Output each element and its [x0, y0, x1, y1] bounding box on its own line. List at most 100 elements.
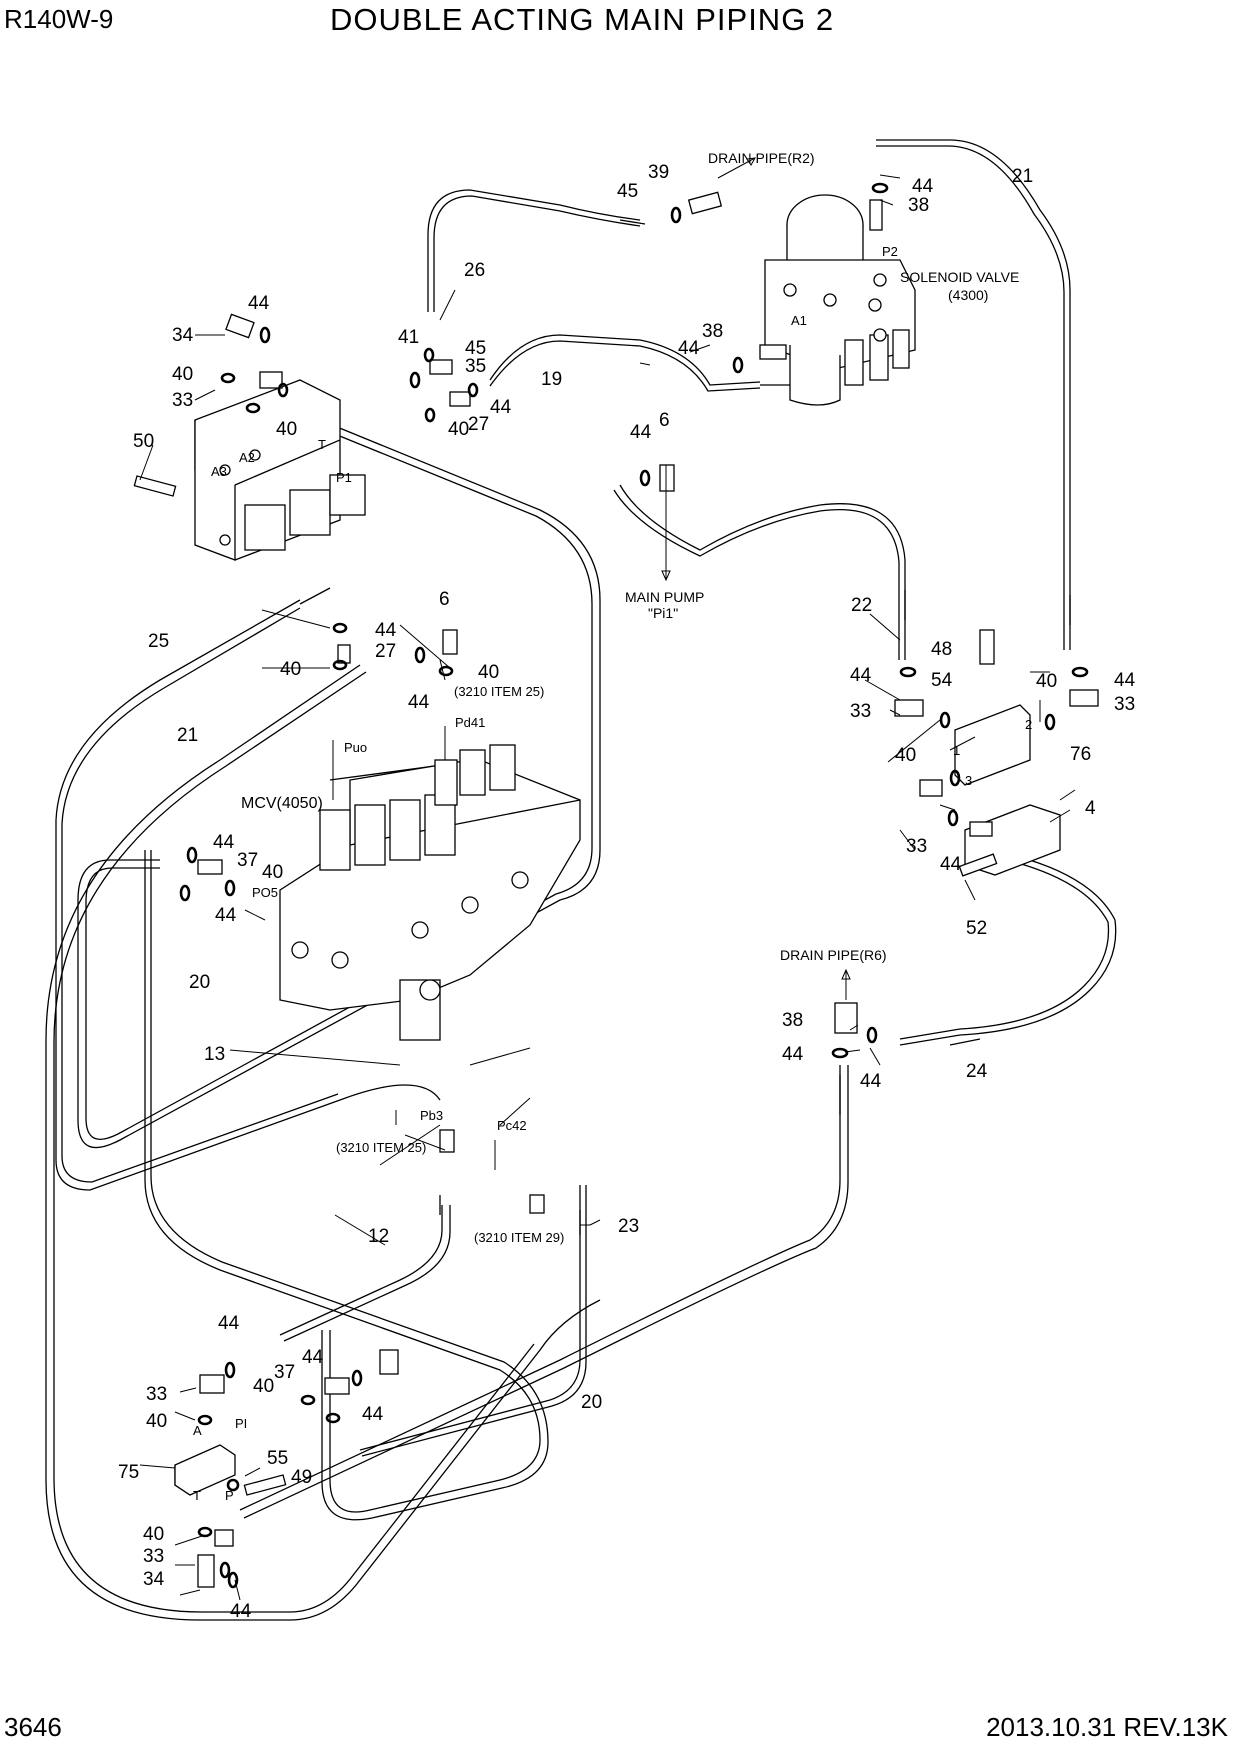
mcv-4050: [279, 744, 581, 1041]
note-item29: (3210 ITEM 29): [474, 1230, 564, 1245]
pipe-13: [77, 419, 601, 1149]
callout-52: 52: [966, 918, 987, 939]
page-title: DOUBLE ACTING MAIN PIPING 2: [330, 2, 835, 37]
callout-33: 33: [172, 390, 193, 411]
hose-21-right: [876, 139, 1071, 650]
callout-6: 6: [659, 410, 670, 431]
model-code: R140W-9: [4, 4, 114, 34]
callout-44: 44: [782, 1044, 804, 1065]
label-solenoid-valve: SOLENOID VALVE: [900, 269, 1019, 285]
callout-41: 41: [398, 327, 419, 348]
callout-25: 25: [148, 631, 169, 652]
port-pi: PI: [235, 1416, 247, 1431]
hose-24: [899, 849, 1117, 1046]
port-a1: A1: [791, 313, 807, 328]
callout-44: 44: [375, 620, 397, 641]
callouts: 39 45 44 38 21 26 44 34 41 45 35 40 33 4…: [118, 162, 1136, 1622]
callout-44: 44: [302, 1347, 324, 1368]
callout-44: 44: [912, 176, 934, 197]
hose-23: [359, 1185, 581, 1451]
callout-44: 44: [230, 1601, 252, 1622]
callout-44: 44: [1114, 670, 1136, 691]
callout-33: 33: [850, 701, 871, 722]
callout-44: 44: [940, 854, 962, 875]
callout-44: 44: [678, 338, 700, 359]
callout-50: 50: [133, 431, 154, 452]
callout-44: 44: [218, 1313, 240, 1334]
port-labels: Puo Pd41 PO5 Pb3 Pc42 A1 A2 A3 T P1 P2 A…: [193, 244, 1032, 1503]
hose-19: [489, 334, 761, 386]
note-item25-b: (3210 ITEM 25): [336, 1140, 426, 1155]
callout-44: 44: [490, 397, 512, 418]
port-pc42: Pc42: [497, 1118, 527, 1133]
callout-44: 44: [362, 1404, 384, 1425]
callout-40: 40: [143, 1524, 164, 1545]
callout-21: 21: [177, 725, 198, 746]
callout-37: 37: [237, 850, 258, 871]
page-number: 3646: [4, 1712, 62, 1742]
callout-40: 40: [448, 419, 469, 440]
note-item25-a: (3210 ITEM 25): [454, 684, 544, 699]
callout-40: 40: [172, 364, 193, 385]
callout-37: 37: [274, 1362, 295, 1383]
callout-76: 76: [1070, 744, 1091, 765]
component-labels: DRAIN PIPE(R2) SOLENOID VALVE (4300) MAI…: [241, 150, 1019, 1245]
callout-40: 40: [478, 662, 499, 683]
hose-12: [279, 1205, 443, 1336]
port-a: A: [193, 1423, 202, 1438]
port-2: 2: [1025, 717, 1032, 732]
callout-20: 20: [581, 1392, 602, 1413]
callout-44: 44: [850, 665, 872, 686]
label-main-pump: MAIN PUMP: [625, 589, 704, 605]
port-a3: A3: [211, 464, 227, 479]
callout-40: 40: [280, 659, 301, 680]
label-solenoid-valve-code: (4300): [948, 287, 988, 303]
callout-26: 26: [464, 260, 485, 281]
callout-44: 44: [860, 1071, 882, 1092]
callout-44: 44: [215, 905, 237, 926]
port-pd41: Pd41: [455, 715, 485, 730]
callout-44: 44: [213, 832, 235, 853]
callout-6: 6: [439, 589, 450, 610]
callout-49: 49: [291, 1467, 312, 1488]
callout-55: 55: [267, 1448, 288, 1469]
pipe-20-right: [239, 1065, 841, 1511]
callout-22: 22: [851, 595, 872, 616]
solenoid-valve-4300: [764, 194, 916, 406]
hose-21-left: [45, 664, 601, 1621]
port-t-75: T: [193, 1488, 201, 1503]
callout-40: 40: [895, 745, 916, 766]
pipe-25: [55, 599, 441, 1191]
callout-38: 38: [702, 321, 723, 342]
revision-date: 2013.10.31 REV.13K: [986, 1712, 1228, 1742]
callout-40: 40: [1036, 671, 1057, 692]
fittings: [133, 191, 1099, 1588]
callout-44: 44: [630, 422, 652, 443]
port-a2: A2: [239, 450, 255, 465]
callout-33: 33: [906, 836, 927, 857]
callout-21: 21: [1012, 166, 1033, 187]
hose-26: [427, 189, 641, 312]
port-puo: Puo: [344, 740, 367, 755]
callout-33: 33: [143, 1546, 164, 1567]
callout-27: 27: [468, 414, 489, 435]
label-mcv: MCV(4050): [241, 795, 323, 812]
callout-45: 45: [465, 338, 486, 359]
callout-54: 54: [931, 670, 953, 691]
port-3: 3: [965, 773, 972, 788]
callout-39: 39: [648, 162, 669, 183]
callout-4: 4: [1085, 798, 1096, 819]
callout-19: 19: [541, 369, 562, 390]
callout-34: 34: [172, 325, 194, 346]
port-p2: P2: [882, 244, 898, 259]
callout-40: 40: [262, 862, 283, 883]
label-main-pump-port: "Pi1": [648, 605, 678, 621]
callout-48: 48: [931, 639, 952, 660]
block-76: [954, 704, 1061, 876]
callout-35: 35: [465, 356, 486, 377]
callout-40: 40: [146, 1411, 167, 1432]
callout-33: 33: [146, 1384, 167, 1405]
hoses: [45, 139, 1117, 1621]
hose-22: [619, 484, 906, 660]
